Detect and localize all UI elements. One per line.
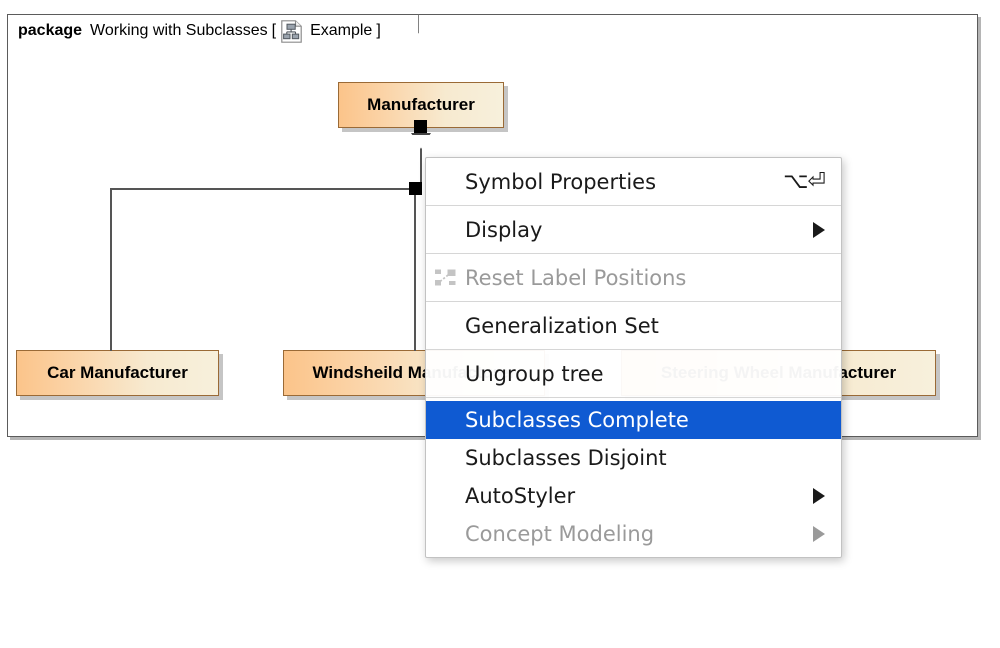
bracket-open: [ bbox=[271, 22, 277, 39]
tree-handle-top[interactable] bbox=[414, 120, 427, 133]
menu-separator bbox=[426, 253, 841, 254]
menu-item-symbol-properties[interactable]: Symbol Properties ⌥⏎ bbox=[426, 161, 841, 202]
menu-item-reset-label-positions: Reset Label Positions bbox=[426, 257, 841, 298]
menu-item-ungroup-tree[interactable]: Ungroup tree bbox=[426, 353, 841, 394]
menu-item-autostyler[interactable]: AutoStyler bbox=[426, 477, 841, 515]
package-keyword: package bbox=[18, 22, 83, 39]
menu-item-subclasses-complete[interactable]: Subclasses Complete bbox=[426, 401, 841, 439]
menu-item-label: Display bbox=[465, 217, 543, 242]
menu-item-label: Generalization Set bbox=[465, 313, 659, 338]
uml-class-name: Manufacturer bbox=[367, 95, 475, 114]
menu-separator bbox=[426, 349, 841, 350]
submenu-arrow-icon bbox=[813, 526, 825, 542]
package-header-tab[interactable]: package Working with Subclasses[ Example] bbox=[7, 14, 419, 47]
menu-item-generalization-set[interactable]: Generalization Set bbox=[426, 305, 841, 346]
package-tab-base-cover bbox=[9, 45, 489, 49]
menu-separator bbox=[426, 397, 841, 398]
diagram-name: Example bbox=[310, 22, 373, 39]
tree-drop-windsheild-manufacturer bbox=[414, 188, 416, 351]
menu-item-display[interactable]: Display bbox=[426, 209, 841, 250]
tree-handle-crossbar[interactable] bbox=[409, 182, 422, 195]
menu-item-label: Ungroup tree bbox=[465, 361, 604, 386]
generalization-arrow bbox=[412, 134, 430, 149]
menu-item-label: Concept Modeling bbox=[465, 522, 655, 546]
menu-item-label: AutoStyler bbox=[465, 484, 576, 508]
diagram-tree-document-icon bbox=[281, 19, 302, 43]
uml-class-name: Car Manufacturer bbox=[47, 363, 188, 382]
submenu-arrow-icon bbox=[813, 488, 825, 504]
reset-label-positions-icon bbox=[434, 268, 458, 288]
bracket-close: ] bbox=[376, 22, 381, 39]
menu-item-label: Subclasses Disjoint bbox=[465, 446, 667, 470]
menu-item-label: Subclasses Complete bbox=[465, 408, 689, 432]
package-name: Working with Subclasses bbox=[90, 22, 268, 39]
tree-crossbar bbox=[110, 188, 422, 190]
uml-class-box[interactable]: Car Manufacturer bbox=[16, 350, 219, 396]
menu-item-label: Reset Label Positions bbox=[465, 265, 687, 290]
menu-item-label: Symbol Properties bbox=[465, 169, 657, 194]
menu-separator bbox=[426, 205, 841, 206]
submenu-arrow-icon bbox=[813, 221, 825, 238]
tree-vertical-stub bbox=[420, 140, 422, 190]
menu-item-concept-modeling: Concept Modeling bbox=[426, 515, 841, 553]
tree-drop-car-manufacturer bbox=[110, 188, 112, 351]
menu-item-shortcut: ⌥⏎ bbox=[783, 169, 826, 194]
menu-separator bbox=[426, 301, 841, 302]
menu-item-subclasses-disjoint[interactable]: Subclasses Disjoint bbox=[426, 439, 841, 477]
